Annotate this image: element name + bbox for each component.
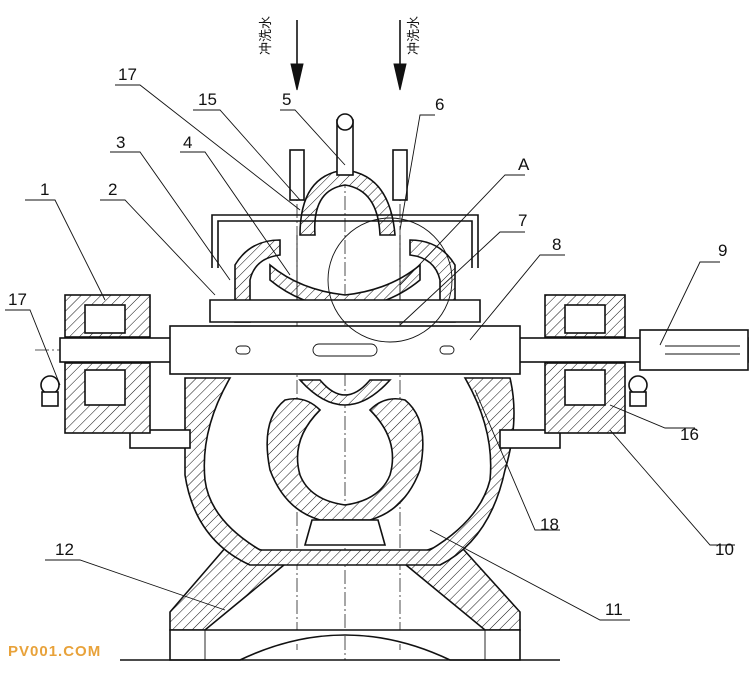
leader-lines bbox=[5, 84, 735, 621]
lower-pump-casing bbox=[129, 377, 561, 566]
label-5: 5 bbox=[282, 90, 291, 109]
label-18: 18 bbox=[540, 515, 559, 534]
detail-a-circle bbox=[327, 217, 453, 343]
label-17-top: 17 bbox=[118, 65, 137, 84]
right-bearing-housing bbox=[544, 294, 648, 434]
label-11: 11 bbox=[605, 600, 623, 619]
label-3: 3 bbox=[116, 133, 125, 152]
label-17-left: 17 bbox=[8, 290, 27, 309]
label-6: 6 bbox=[435, 95, 444, 114]
left-flush-water-inlet bbox=[290, 20, 304, 91]
label-a: A bbox=[518, 155, 530, 174]
label-1: 1 bbox=[40, 180, 49, 199]
label-15: 15 bbox=[198, 90, 217, 109]
right-flush-water-inlet bbox=[393, 20, 407, 91]
label-12: 12 bbox=[55, 540, 74, 559]
flush-piping bbox=[211, 113, 479, 300]
label-2: 2 bbox=[108, 180, 117, 199]
left-bearing-housing bbox=[40, 294, 151, 434]
watermark: PV001.COM bbox=[8, 643, 101, 660]
left-inlet-label: 冲洗水 bbox=[258, 16, 273, 55]
right-inlet-label: 冲洗水 bbox=[406, 16, 421, 55]
label-16: 16 bbox=[680, 425, 699, 444]
label-10: 10 bbox=[715, 540, 734, 559]
label-8: 8 bbox=[552, 235, 561, 254]
label-4: 4 bbox=[183, 133, 192, 152]
label-9: 9 bbox=[718, 241, 727, 260]
pump-shaft bbox=[59, 325, 749, 375]
label-7: 7 bbox=[518, 211, 527, 230]
